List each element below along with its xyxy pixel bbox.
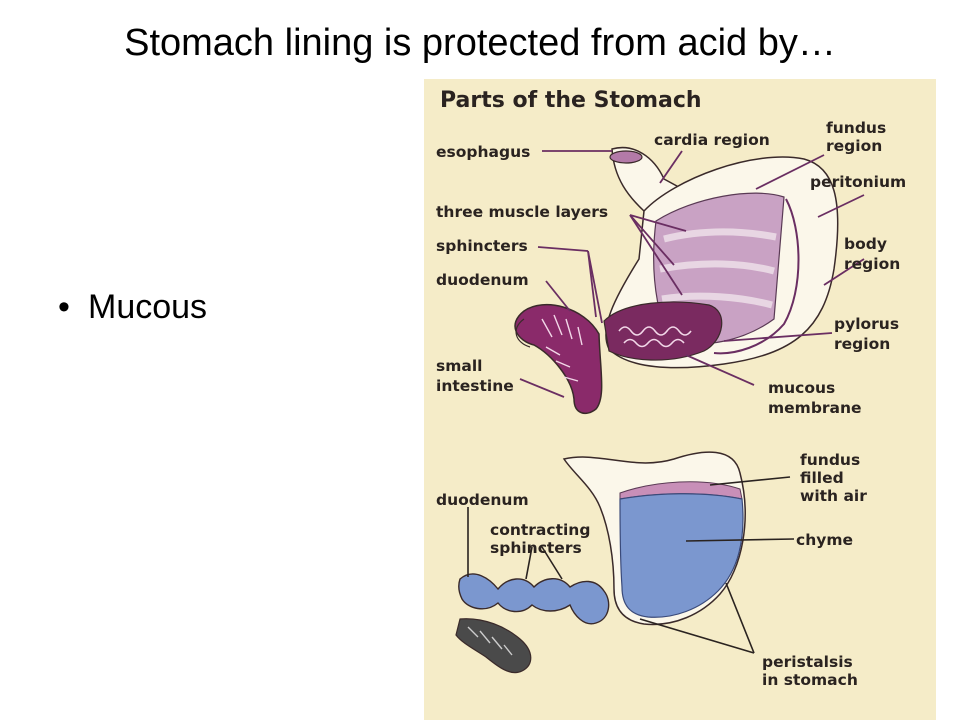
bullet-marker: • — [58, 288, 70, 326]
label-peristalsis-1: peristalsis — [762, 653, 853, 671]
leader-sphincters-1 — [537, 246, 589, 252]
leader-body — [823, 258, 865, 286]
label-muscle-layers: three muscle layers — [436, 203, 608, 221]
rugae-folds — [618, 326, 692, 348]
stomach-anatomy-illustration: esophagus cardia region fundus region pe… — [436, 119, 906, 417]
label-contracting-1: contracting — [490, 521, 590, 539]
leader-chyme — [685, 538, 795, 542]
muscle-band — [659, 228, 777, 309]
label-small-1: small — [436, 357, 482, 375]
esophagus-opening — [609, 150, 643, 164]
label-peristalsis-2: in stomach — [762, 671, 858, 689]
label-fundus-2: region — [826, 137, 882, 155]
label-peritonium: peritonium — [810, 173, 906, 191]
duodenum-lower-shape — [455, 618, 532, 674]
leader-fundus — [755, 154, 825, 190]
label-fundus-air-1: fundus — [800, 451, 860, 469]
stomach-diagram: Parts of the Stomach — [424, 79, 936, 720]
label-cardia-region: cardia region — [654, 131, 770, 149]
stomach-digestion-illustration: fundus filled with air duodenum contract… — [436, 451, 867, 689]
label-fundus-air-3: with air — [800, 487, 867, 505]
label-body-1: body — [844, 235, 887, 253]
leader-mucous — [685, 354, 755, 386]
duodenum-shape — [514, 303, 603, 415]
label-mucous-1: mucous — [768, 379, 835, 397]
label-chyme: chyme — [796, 531, 853, 549]
label-pylorus-2: region — [834, 335, 890, 353]
label-body-2: region — [844, 255, 900, 273]
label-small-2: intestine — [436, 377, 514, 395]
bullet-item: • Mucous — [58, 288, 207, 327]
label-duodenum-lower: duodenum — [436, 491, 529, 509]
leader-pylorus — [723, 332, 833, 342]
leader-contracting-2 — [541, 546, 563, 580]
label-fundus-air-2: filled — [800, 469, 844, 487]
duodenum-lower-stripes — [467, 626, 513, 656]
label-mucous-2: membrane — [768, 399, 862, 417]
label-pylorus-1: pylorus — [834, 315, 899, 333]
label-fundus-1: fundus — [826, 119, 886, 137]
leader-fundus-air — [709, 476, 791, 486]
label-contracting-2: sphincters — [490, 539, 582, 557]
leader-small-intestine — [519, 378, 565, 398]
leader-contracting-1 — [525, 546, 533, 580]
leader-duodenum — [545, 280, 571, 312]
bottom-leader-lines — [467, 476, 795, 654]
small-intestine-tail — [515, 318, 531, 348]
label-sphincters: sphincters — [436, 237, 528, 255]
leader-cardia — [659, 150, 683, 184]
leader-muscle-1 — [629, 214, 687, 232]
duodenum-stripes — [541, 314, 583, 382]
leader-peritonium — [817, 194, 865, 218]
diagram-title: Parts of the Stomach — [440, 88, 702, 113]
intestine-coil — [457, 573, 610, 625]
slide-title: Stomach lining is protected from acid by… — [124, 22, 836, 64]
label-esophagus: esophagus — [436, 143, 530, 161]
leader-muscle-2 — [629, 214, 675, 266]
stomach-inner-edge — [713, 198, 800, 355]
bullet-text: Mucous — [88, 288, 208, 326]
leader-peristalsis-2 — [639, 618, 755, 654]
label-duodenum: duodenum — [436, 271, 529, 289]
leader-muscle-3 — [629, 214, 683, 296]
leader-peristalsis-1 — [725, 582, 755, 654]
top-leader-lines — [519, 150, 865, 398]
chyme-shape — [619, 493, 744, 618]
mucous-membrane-shape — [603, 301, 723, 361]
leader-sphincters-3 — [587, 250, 597, 318]
